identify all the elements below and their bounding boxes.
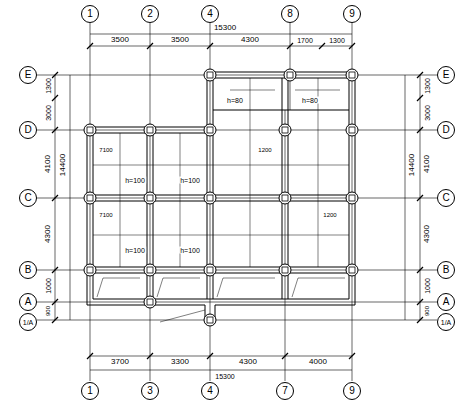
axis-bubble: D	[437, 121, 455, 139]
dimension-text: 14400	[59, 153, 67, 177]
dimension-text: 4300	[240, 36, 260, 44]
axis-label: 3	[147, 386, 153, 396]
axis-label: C	[24, 193, 31, 203]
dimension-text: 4300	[44, 224, 52, 244]
slab-note: 1200	[257, 147, 272, 153]
axis-bubble: C	[437, 189, 455, 207]
slab-note: 7100	[98, 147, 113, 153]
axis-label: E	[25, 70, 32, 80]
axis-bubble: 9	[343, 5, 361, 23]
dimension-text: 4300	[238, 358, 258, 366]
axis-label: 8	[287, 9, 293, 19]
dimension-text: 900	[45, 305, 51, 317]
dimension-text: 3300	[170, 358, 190, 366]
axis-bubble: 4	[201, 382, 219, 400]
axis-label: 1	[87, 9, 93, 19]
axis-label: 7	[282, 386, 288, 396]
axis-bubble: 1	[81, 5, 99, 23]
axis-bubble: 1/A	[437, 313, 455, 331]
dimension-text: 900	[424, 305, 430, 317]
axis-bubble: A	[437, 293, 455, 311]
dimension-text: 4100	[423, 154, 431, 174]
dimension-text: 14400	[408, 153, 416, 177]
axis-label: B	[25, 265, 32, 275]
axis-bubble: 8	[281, 5, 299, 23]
axis-bubble: 2	[141, 5, 159, 23]
dimension-text: 3700	[110, 358, 130, 366]
axis-bubble: 9	[343, 382, 361, 400]
dimension-text: 15300	[213, 24, 237, 32]
axis-label: C	[442, 193, 449, 203]
dimension-text: 1300	[328, 37, 346, 44]
dimension-text: 4100	[44, 154, 52, 174]
axis-label: A	[25, 297, 32, 307]
slab-note: 7100	[98, 212, 113, 218]
axis-label: 9	[349, 9, 355, 19]
axis-bubble: 4	[201, 5, 219, 23]
dimension-text: 3500	[170, 36, 190, 44]
axis-label: 1/A	[441, 319, 452, 326]
axis-label: 1/A	[23, 319, 34, 326]
slab-note: h=100	[124, 177, 146, 184]
slab-note: h=80	[226, 97, 244, 104]
dimension-text: 1000	[424, 277, 431, 295]
axis-bubble: 7	[276, 382, 294, 400]
dimension-text: 1300	[424, 77, 431, 95]
axis-label: B	[443, 265, 450, 275]
dimension-text: 3500	[110, 36, 130, 44]
axis-label: A	[443, 297, 450, 307]
dimension-text: 1700	[296, 37, 314, 44]
slab-note: h=100	[124, 247, 146, 254]
axis-bubble: D	[19, 121, 37, 139]
axis-label: 2	[147, 9, 153, 19]
axis-bubble: C	[19, 189, 37, 207]
axis-bubble: E	[437, 66, 455, 84]
dimension-text: 15300	[214, 373, 235, 380]
slab-note: h=100	[179, 247, 201, 254]
axis-label: E	[443, 70, 450, 80]
dimension-text: 1000	[45, 277, 52, 295]
axis-bubble: A	[19, 293, 37, 311]
dimension-text: 3000	[45, 104, 52, 122]
axis-label: 9	[349, 386, 355, 396]
dimension-text: 4000	[308, 358, 328, 366]
slab-note: h=80	[301, 97, 319, 104]
axis-label: D	[442, 125, 449, 135]
dimension-text: 3000	[424, 104, 431, 122]
axis-bubble: B	[437, 261, 455, 279]
slab-note: 1200	[322, 212, 337, 218]
axis-bubble: 3	[141, 382, 159, 400]
axis-bubble: 1	[81, 382, 99, 400]
axis-label: 4	[207, 9, 213, 19]
dimension-text: 1300	[45, 77, 52, 95]
axis-label: D	[24, 125, 31, 135]
axis-bubble: E	[19, 66, 37, 84]
axis-bubble: B	[19, 261, 37, 279]
dimension-text: 4300	[423, 224, 431, 244]
axis-label: 4	[207, 386, 213, 396]
axis-bubble: 1/A	[19, 313, 37, 331]
axis-label: 1	[87, 386, 93, 396]
slab-note: h=100	[179, 177, 201, 184]
